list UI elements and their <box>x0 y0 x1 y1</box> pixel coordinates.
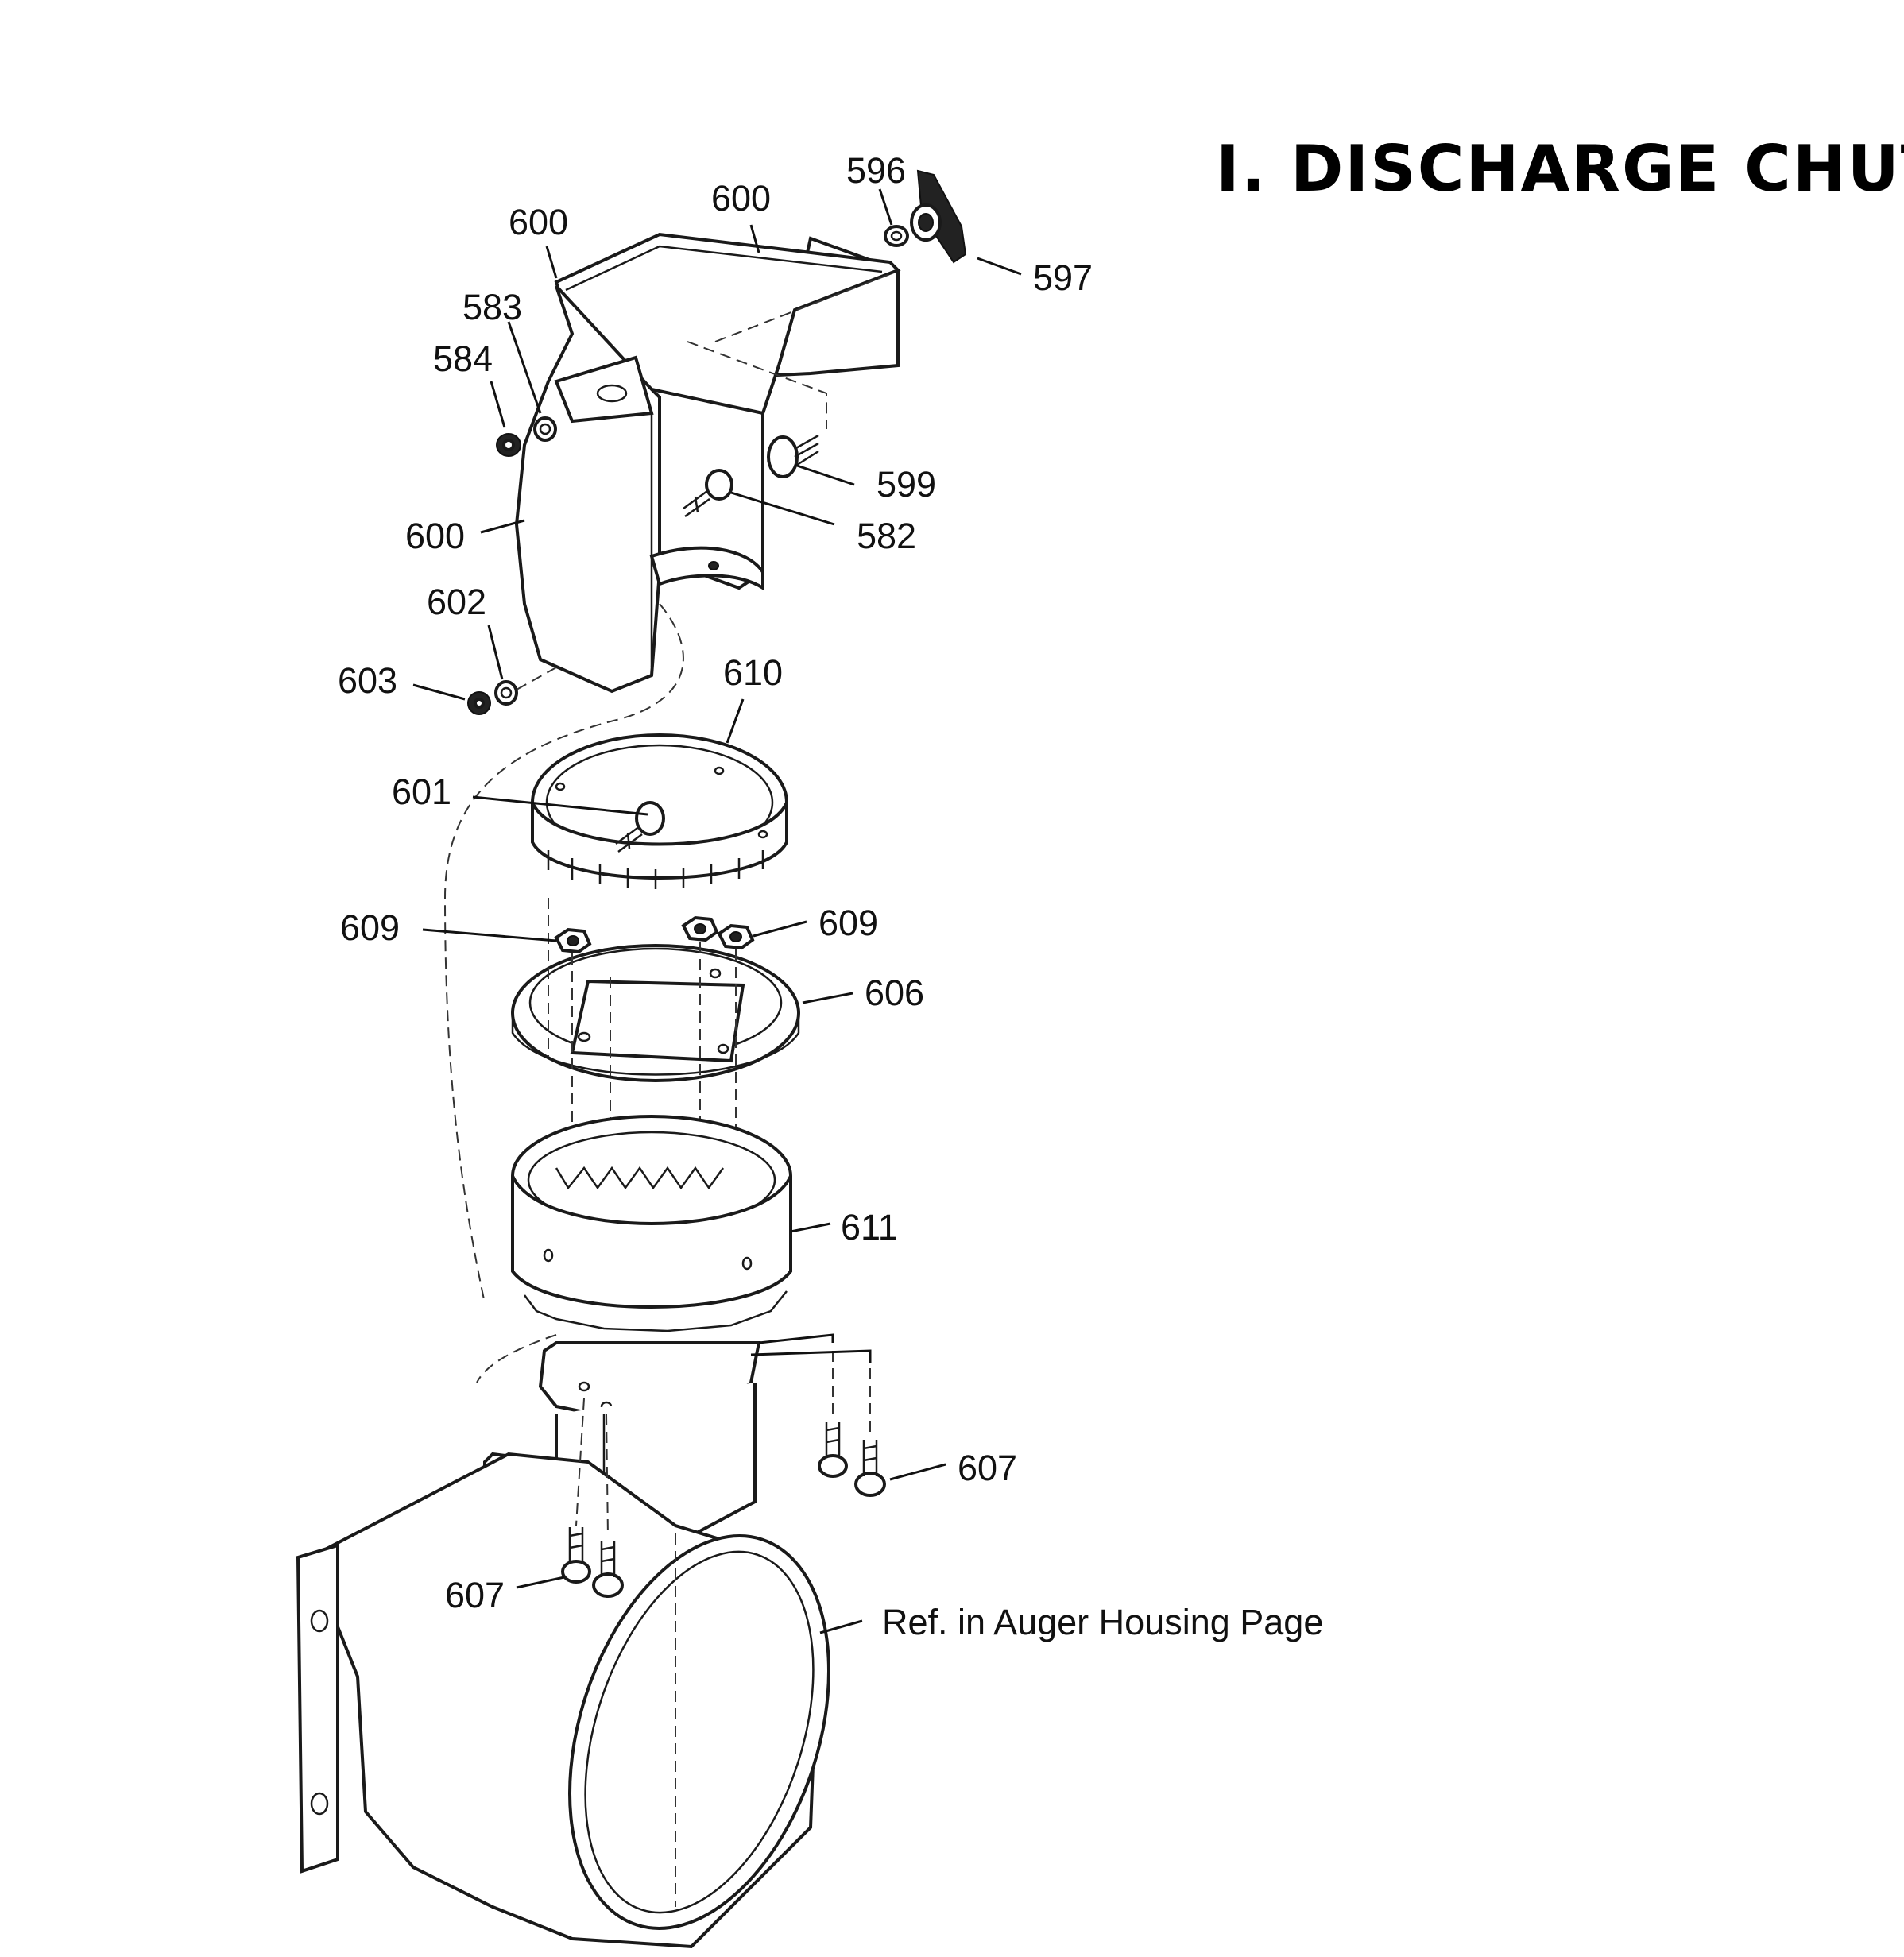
callout-607-left: 607 <box>445 1575 505 1615</box>
callout-609-right: 609 <box>818 903 878 943</box>
callout-600-top: 600 <box>711 178 771 219</box>
callout-603: 603 <box>338 660 397 701</box>
discharge-chute-part-600 <box>443 232 901 1304</box>
washer-part-602 <box>494 680 518 706</box>
gear-housing-part-611 <box>511 1115 792 1332</box>
chute-handle-part-597 <box>910 169 967 264</box>
auger-housing-duct <box>296 1334 830 1949</box>
callout-583: 583 <box>462 287 522 327</box>
callout-597: 597 <box>1033 257 1093 298</box>
bolt-part-582 <box>683 469 733 518</box>
mounting-plate-part-606 <box>511 944 800 1082</box>
callout-606: 606 <box>865 973 924 1013</box>
nut-part-603 <box>467 691 491 715</box>
callout-610: 610 <box>723 652 783 693</box>
callout-602: 602 <box>427 582 486 622</box>
bolt-part-607 <box>818 1422 886 1497</box>
callout-600-left: 600 <box>509 202 568 242</box>
washer-part-596 <box>884 225 909 247</box>
callout-601: 601 <box>392 772 451 812</box>
washer-part-583 <box>533 416 557 442</box>
nut-part-584 <box>496 433 521 457</box>
callout-600-mid: 600 <box>405 516 465 556</box>
callout-607-right: 607 <box>958 1448 1017 1488</box>
page-title: I. DISCHARGE CHUTE <box>1216 132 1904 206</box>
callout-auger-housing-ref: Ref. in Auger Housing Page <box>882 1602 1323 1642</box>
callout-611: 611 <box>841 1207 898 1247</box>
bolt-part-607 <box>561 1527 624 1598</box>
knob-part-599 <box>767 434 819 478</box>
callout-584: 584 <box>433 338 493 379</box>
chute-ring-part-610 <box>531 733 788 889</box>
callout-596: 596 <box>846 150 906 191</box>
callout-582: 582 <box>857 516 916 556</box>
callout-599: 599 <box>877 464 936 505</box>
callout-609-left: 609 <box>340 907 400 948</box>
bolt-part-601 <box>615 801 665 853</box>
